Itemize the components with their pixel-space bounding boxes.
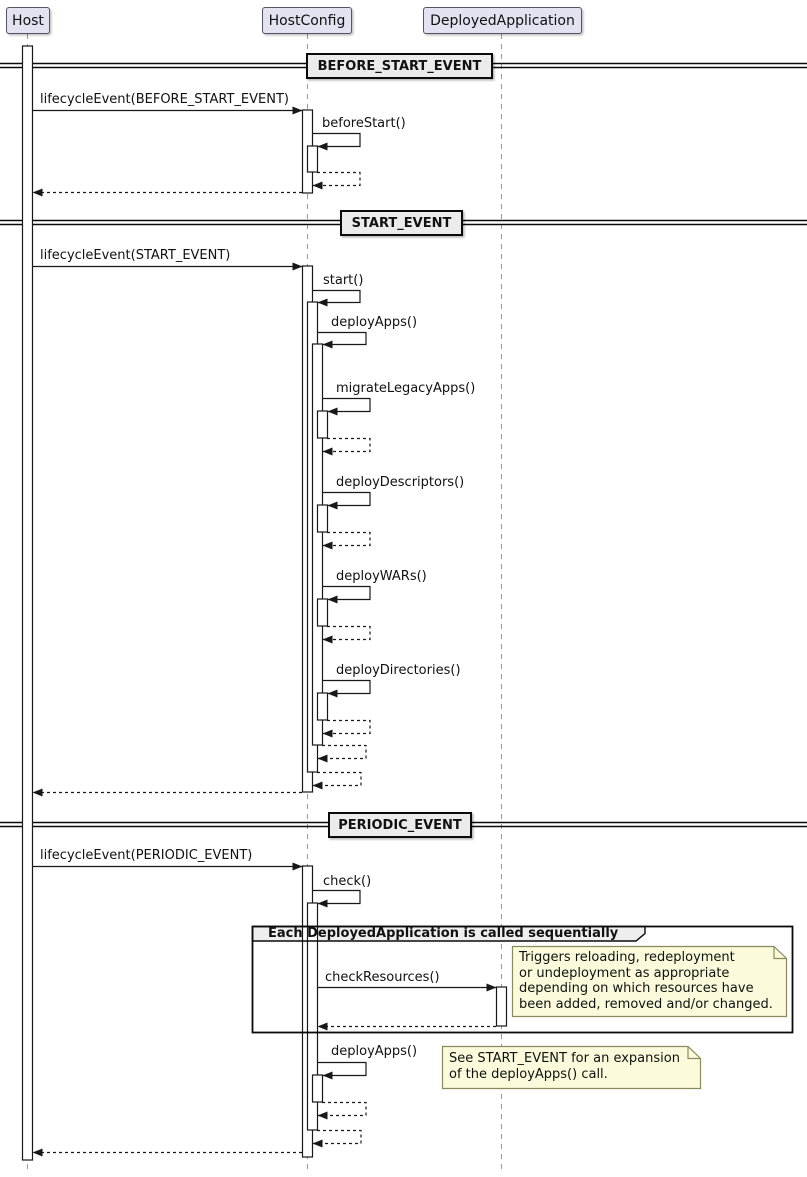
note-deployapps-fold-icon [687, 1046, 701, 1060]
participant-hostconfig-label: HostConfig [268, 12, 346, 29]
lifelines [27, 34, 502, 1172]
activation-deploydirectories [316, 692, 329, 721]
note-deployapps-line2: of the deployApps() call. [449, 1066, 608, 1082]
participant-deployedapplication-label: DeployedApplication [430, 12, 575, 29]
arrow-deploydescriptors [322, 491, 371, 510]
note-deployapps-shape [441, 1045, 702, 1090]
message-lifecycle-before-start: lifecycleEvent(BEFORE_START_EVENT) [40, 92, 289, 107]
group-frame [251, 925, 794, 1034]
message-lifecycle-start: lifecycleEvent(START_EVENT) [40, 248, 231, 263]
divider-periodic-event-label: PERIODIC_EVENT [338, 817, 462, 833]
return-deployapps-periodic [317, 1101, 367, 1120]
arrow-deployapps-periodic [317, 1061, 367, 1080]
message-deployapps-periodic: deployApps() [331, 1044, 418, 1059]
message-lifecycle-periodic: lifecycleEvent(PERIODIC_EVENT) [40, 848, 253, 863]
message-beforestart: beforeStart() [322, 116, 406, 131]
note-checkresources-fold-icon [773, 946, 787, 960]
divider-before-start-event: BEFORE_START_EVENT [306, 53, 493, 79]
note-checkresources-line4: been added, removed and/or changed. [519, 996, 773, 1012]
message-migratelegacyapps: migrateLegacyApps() [336, 381, 476, 396]
arrow-deployapps [317, 331, 367, 349]
message-start: start() [323, 273, 364, 288]
return-deploydescriptors [322, 531, 371, 550]
note-checkresources-line3: depending on which resources have [519, 981, 754, 996]
arrow-check [312, 889, 361, 908]
group-header-border [251, 925, 646, 942]
return-deployapps [317, 744, 367, 763]
message-deploywars: deployWARs() [336, 569, 427, 584]
group-header-fill [252, 926, 645, 941]
message-deploydescriptors: deployDescriptors() [336, 475, 465, 490]
activation-migratelegacyapps [316, 410, 329, 439]
divider-before-start-event-label: BEFORE_START_EVENT [317, 58, 482, 74]
arrow-deploydirectories [322, 679, 371, 698]
activation-host [21, 45, 34, 1161]
activation-deployedapplication [495, 986, 508, 1027]
arrow-start [312, 289, 361, 307]
return-arrows [32, 171, 496, 1157]
return-start [312, 771, 362, 790]
divider-start-event: START_EVENT [340, 210, 463, 236]
return-check [312, 1129, 362, 1148]
group-label: Each DeployedApplication is called seque… [268, 926, 619, 941]
note-checkresources-text: Triggers reloading, redeployment or unde… [519, 950, 773, 1012]
divider-start-event-label: START_EVENT [351, 215, 452, 231]
message-deploydirectories: deployDirectories() [336, 663, 461, 678]
participant-hostconfig: HostConfig [262, 7, 352, 34]
return-migratelegacyapps [322, 437, 371, 456]
activation-bars [21, 45, 508, 1161]
participant-host: Host [6, 7, 50, 34]
note-deployapps-line1: See START_EVENT for an expansion [449, 1051, 680, 1066]
note-checkresources-line1: Triggers reloading, redeployment [519, 950, 735, 965]
return-deploywars [322, 625, 371, 644]
arrow-migratelegacyapps [322, 397, 371, 416]
note-checkresources-shape [511, 945, 788, 1018]
return-beforestart [312, 171, 361, 190]
notes-shapes [441, 945, 788, 1090]
participant-deployedapplication: DeployedApplication [423, 7, 582, 34]
activation-deployapps-periodic [311, 1074, 324, 1103]
activation-deploywars [316, 598, 329, 627]
call-arrows [32, 106, 497, 1080]
activation-deployapps [311, 343, 324, 746]
activation-beforestart [306, 145, 319, 173]
message-checkresources: checkResources() [325, 970, 440, 985]
participant-host-label: Host [12, 12, 44, 29]
arrow-beforestart [312, 132, 361, 151]
activation-check [306, 902, 319, 1131]
return-deploydirectories [322, 719, 371, 738]
note-deployapps-text: See START_EVENT for an expansion of the … [449, 1051, 680, 1082]
message-check: check() [323, 874, 372, 889]
message-deployapps: deployApps() [331, 315, 418, 330]
divider-rules [0, 62, 807, 828]
activation-deploydescriptors [316, 504, 329, 533]
divider-periodic-event: PERIODIC_EVENT [328, 812, 472, 838]
arrow-deploywars [322, 585, 371, 604]
note-checkresources-line2: or undeployment as appropriate [519, 965, 730, 981]
